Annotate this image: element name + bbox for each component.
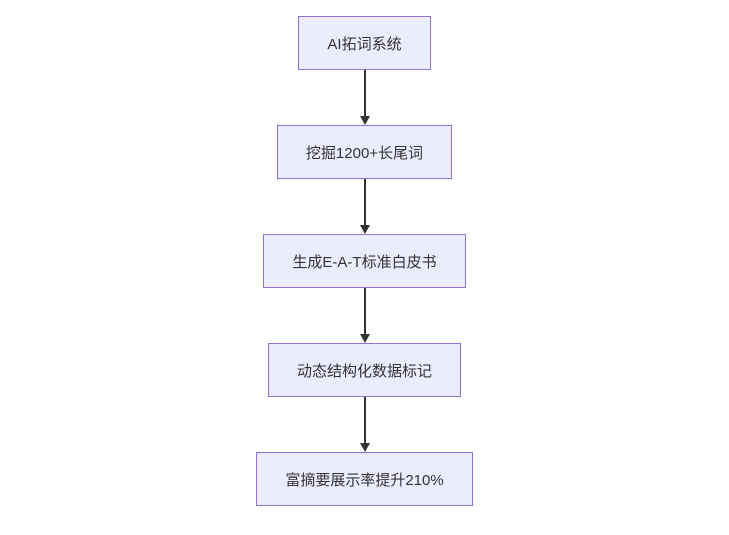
- flowchart-node-longtail-mining: 挖掘1200+长尾词: [276, 125, 453, 179]
- arrow-head-icon: [359, 334, 370, 343]
- flowchart-node-eat-whitepaper: 生成E-A-T标准白皮书: [263, 234, 466, 288]
- arrow-head-icon: [359, 116, 370, 125]
- flowchart-node-rich-snippet-uplift: 富摘要展示率提升210%: [256, 452, 473, 506]
- edge-a-b: [359, 70, 370, 125]
- arrow-head-icon: [359, 443, 370, 452]
- edge-d-e: [359, 397, 370, 452]
- edge-c-d: [359, 288, 370, 343]
- arrow-line: [363, 288, 366, 334]
- arrow-line: [363, 397, 366, 443]
- arrow-head-icon: [359, 225, 370, 234]
- arrow-line: [363, 179, 366, 225]
- edge-b-c: [359, 179, 370, 234]
- arrow-line: [363, 70, 366, 116]
- flowchart-node-structured-data-markup: 动态结构化数据标记: [267, 343, 461, 397]
- flowchart-node-ai-word-system: AI拓词系统: [298, 16, 431, 70]
